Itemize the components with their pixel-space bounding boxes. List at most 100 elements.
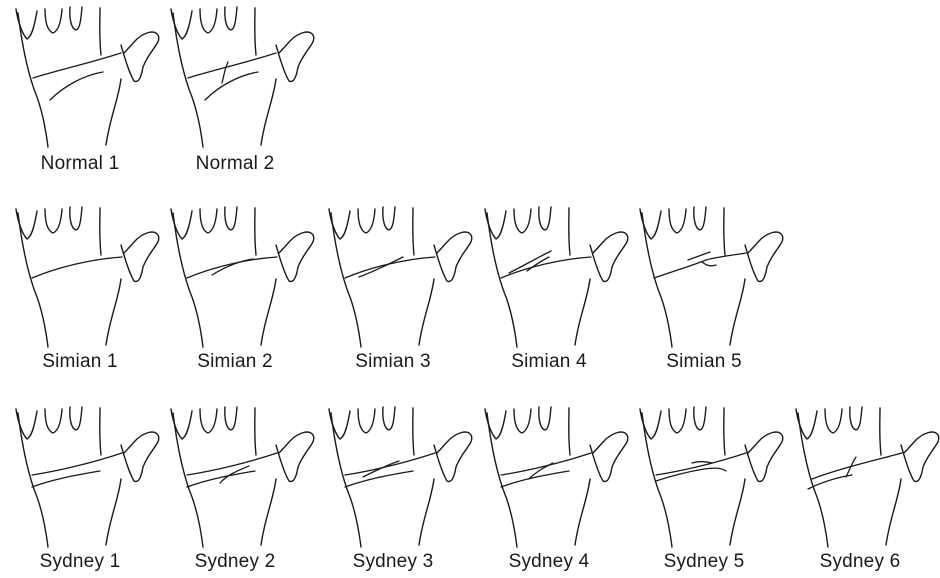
palmar-crease (654, 253, 746, 278)
palm-drawing-simian-2 (165, 205, 315, 350)
hand-outline-segment (358, 209, 375, 233)
hand-outline-segment (590, 232, 628, 281)
palm-drawing-sydney-2 (165, 405, 315, 550)
hand-outline-segment (70, 407, 82, 430)
palm-drawing-normal-2 (165, 5, 315, 150)
palmar-crease (692, 462, 712, 464)
palm-label-sydney-4: Sydney 4 (479, 551, 619, 573)
palm-drawing-sydney-6 (790, 405, 940, 550)
palmar-crease (187, 257, 277, 278)
palm-drawing-simian-5 (634, 205, 784, 350)
hand-outline-segment (261, 479, 276, 545)
hand-outline-segment (850, 407, 862, 430)
hand-outline-segment (70, 7, 82, 30)
hand-outline-segment (261, 279, 276, 345)
hand-outline-segment (539, 407, 551, 430)
hand-outline-segment (575, 479, 590, 545)
hand-outline-segment (255, 408, 256, 455)
hand-outline-segment (106, 479, 121, 545)
hand-outline-segment (434, 232, 472, 281)
hand-outline-segment (724, 408, 725, 455)
palm-drawing-simian-3 (323, 205, 473, 350)
hand-outline-segment (590, 432, 628, 481)
hand-outline-segment (669, 209, 686, 233)
palmar-crease (33, 53, 121, 78)
hand-outline-segment (255, 208, 256, 255)
palm-label-simian-3: Simian 3 (323, 351, 463, 373)
hand-outline-segment (413, 408, 414, 455)
palm-drawing-sydney-3 (323, 405, 473, 550)
hand-outline-segment (745, 432, 783, 481)
hand-outline-segment (106, 79, 121, 145)
hand-outline-segment (276, 232, 314, 281)
palmar-crease (702, 262, 716, 266)
hand-outline-segment (383, 407, 395, 430)
hand-outline-segment (276, 32, 314, 81)
palm-label-sydney-6: Sydney 6 (790, 551, 930, 573)
hand-outline-segment (730, 479, 745, 545)
hand-outline-segment (575, 279, 590, 345)
hand-outline-segment (200, 209, 217, 233)
hand-outline-segment (255, 8, 256, 55)
palmar-crease (812, 453, 902, 479)
hand-outline-segment (901, 432, 939, 481)
hand-outline-segment (569, 208, 570, 255)
hand-outline-segment (106, 279, 121, 345)
palm-drawing-normal-1 (10, 5, 160, 150)
hand-outline-segment (70, 207, 82, 230)
palm-label-sydney-3: Sydney 3 (323, 551, 463, 573)
palm-label-normal-1: Normal 1 (10, 153, 150, 175)
hand-outline-segment (100, 408, 101, 455)
palmar-crease (656, 468, 726, 481)
hand-outline-segment (100, 8, 101, 55)
palmar-crease (656, 453, 746, 475)
palm-label-simian-2: Simian 2 (165, 351, 305, 373)
hand-outline-segment (669, 409, 686, 433)
palmar-crease (345, 257, 435, 278)
hand-outline-segment (419, 279, 434, 345)
palmar-crease (688, 252, 710, 260)
palm-drawing-sydney-5 (634, 405, 784, 550)
hand-outline-segment (724, 208, 725, 255)
palmar-crease (32, 257, 122, 278)
hand-outline-segment (694, 207, 706, 230)
palm-drawing-sydney-1 (10, 405, 160, 550)
palmar-crease (188, 53, 276, 78)
palmar-crease (501, 257, 591, 278)
hand-outline-segment (694, 407, 706, 430)
palmar-crease (187, 453, 277, 475)
hand-outline-segment (261, 79, 276, 145)
hand-outline-segment (419, 479, 434, 545)
hand-outline-segment (225, 207, 237, 230)
hand-outline-segment (514, 209, 531, 233)
palm-drawing-simian-4 (479, 205, 629, 350)
hand-outline-segment (45, 9, 62, 33)
hand-outline-segment (225, 7, 237, 30)
palm-label-simian-4: Simian 4 (479, 351, 619, 373)
hand-outline-segment (730, 279, 745, 345)
hand-outline-segment (886, 479, 901, 545)
palm-label-sydney-5: Sydney 5 (634, 551, 774, 573)
palm-drawing-simian-1 (10, 205, 160, 350)
hand-outline-segment (434, 432, 472, 481)
hand-outline-segment (45, 409, 62, 433)
hand-outline-segment (358, 409, 375, 433)
hand-outline-segment (880, 408, 881, 455)
hand-outline-segment (121, 232, 159, 281)
palm-label-sydney-1: Sydney 1 (10, 551, 150, 573)
hand-outline-segment (121, 432, 159, 481)
palmar-crease (501, 453, 591, 475)
hand-outline-segment (276, 432, 314, 481)
palm-label-simian-5: Simian 5 (634, 351, 774, 373)
palm-label-simian-1: Simian 1 (10, 351, 150, 373)
hand-outline-segment (225, 407, 237, 430)
hand-outline-segment (200, 409, 217, 433)
hand-outline-segment (825, 409, 842, 433)
hand-outline-segment (539, 207, 551, 230)
palmar-crease (32, 453, 122, 475)
hand-outline-segment (514, 409, 531, 433)
hand-outline-segment (383, 207, 395, 230)
palmar-crease (222, 62, 228, 83)
palmar-crease (359, 257, 403, 277)
